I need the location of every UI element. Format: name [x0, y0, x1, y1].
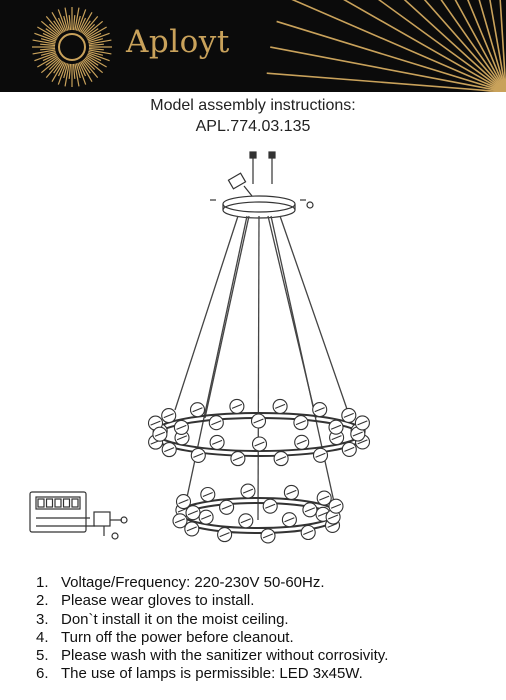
- brand-logo: Aployt: [126, 24, 230, 60]
- lamp-globes: [147, 398, 371, 544]
- chandelier-illustration: [29, 151, 371, 544]
- model-number: APL.774.03.135: [195, 118, 311, 135]
- list-item: 3.Don`t install it on the moist ceiling.: [36, 610, 289, 628]
- canopy-icon: [210, 195, 314, 219]
- list-item: 2.Please wear gloves to install.: [36, 592, 255, 610]
- ceiling-screws-icon: [249, 151, 276, 184]
- sun-rays-decoration: [32, 0, 506, 92]
- connector-icon: [227, 172, 253, 197]
- list-item: 1.Voltage/Frequency: 220-230V 50-60Hz.: [36, 574, 325, 591]
- instructions-list: 1.Voltage/Frequency: 220-230V 50-60Hz. 2…: [36, 574, 388, 684]
- list-item: 5.Please wash with the sanitizer without…: [36, 647, 389, 665]
- suspension-cables: [174, 215, 349, 521]
- page-title: Model assembly instructions:: [150, 97, 356, 114]
- brand-banner: Aployt: [0, 0, 506, 92]
- sun-icon: [58, 33, 86, 61]
- list-item: 4.Turn off the power before cleanout.: [36, 628, 294, 646]
- terminal-block-icon: [29, 491, 128, 540]
- list-item: 6.The use of lamps is permissible: LED 3…: [36, 665, 363, 683]
